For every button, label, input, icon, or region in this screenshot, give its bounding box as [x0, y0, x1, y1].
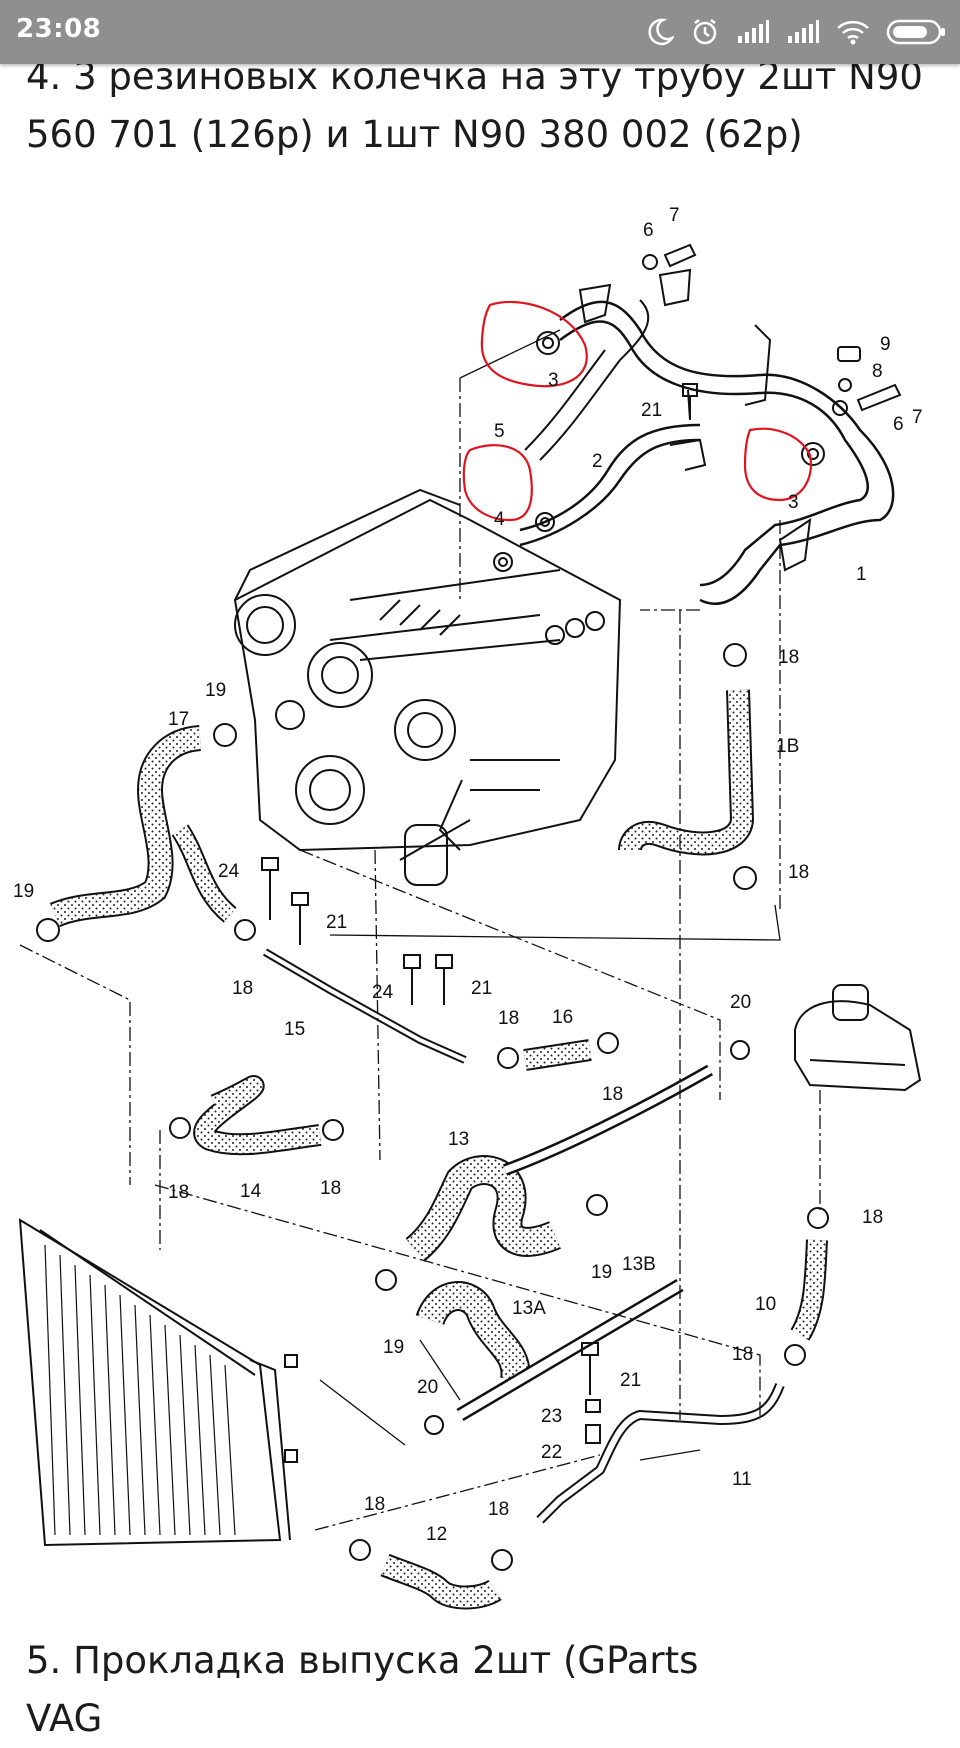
coolant-hose-17: [49, 725, 202, 928]
part-label: 23: [541, 1406, 562, 1427]
part-label: 13A: [512, 1298, 546, 1319]
part-label: 19: [383, 1337, 404, 1358]
part-label: 3: [548, 370, 559, 391]
part-label: 18: [498, 1008, 519, 1029]
part-label: 21: [471, 978, 492, 999]
part-label: 18: [602, 1084, 623, 1105]
part-label: 7: [912, 407, 923, 428]
article-text-line: 5. Прокладка выпуска 2шт (GParts: [26, 1639, 699, 1682]
part-label: 22: [541, 1442, 562, 1463]
part-label: 19: [13, 881, 34, 902]
part-label: 19: [591, 1262, 612, 1283]
part-label: 1B: [776, 736, 799, 757]
article-text-top: 4. 3 резиновых колечка на эту трубу 2шт …: [26, 48, 923, 164]
moon-icon: [646, 17, 674, 47]
part-label: 18: [488, 1499, 509, 1520]
coolant-pipe-1: [559, 300, 895, 605]
part-label: 13B: [622, 1254, 656, 1275]
part-label: 18: [732, 1344, 753, 1365]
part-label: 24: [372, 982, 394, 1003]
part-label: 18: [788, 862, 809, 883]
engine-block: [233, 488, 622, 886]
highlight-circle: [462, 444, 533, 522]
alarm-icon: [690, 17, 720, 47]
part-labels: 1 1B 2 3 3 4 5 6 6 7 7 8 9 10 11 12 13 1…: [13, 205, 923, 1545]
status-bar: 23:08: [0, 0, 960, 64]
part-label: 18: [778, 647, 799, 668]
part-label: 15: [284, 1019, 305, 1040]
part-label: 18: [364, 1494, 385, 1515]
part-label: 24: [218, 861, 240, 882]
status-icons: [646, 14, 948, 50]
part-label: 20: [417, 1377, 438, 1398]
hose-clamps: [36, 643, 829, 1571]
coolant-system-parts-diagram: 1 1B 2 3 3 4 5 6 6 7 7 8 9 10 11 12 13 1…: [13, 205, 923, 1610]
part-label: 6: [643, 220, 654, 241]
part-label: 12: [426, 1524, 447, 1545]
part-label: 3: [788, 492, 799, 513]
coolant-pipe-11: [536, 1383, 785, 1524]
part-label: 1: [856, 564, 867, 585]
article-text-line: 560 701 (126р) и 1шт N90 380 002 (62р): [26, 113, 803, 156]
part-label: 17: [168, 709, 189, 730]
part-label: 11: [732, 1469, 752, 1490]
part-label: 21: [326, 912, 347, 933]
part-label: 4: [494, 509, 505, 530]
signal-icon: [736, 20, 770, 44]
status-time: 23:08: [16, 14, 102, 44]
part-label: 21: [620, 1370, 641, 1391]
battery-icon: [886, 18, 948, 46]
part-label: 16: [552, 1007, 573, 1028]
part-label: 20: [730, 992, 751, 1013]
highlight-circle: [743, 427, 813, 502]
part-label: 8: [872, 361, 883, 382]
part-label: 18: [862, 1207, 883, 1228]
part-label: 18: [320, 1178, 341, 1199]
part-label: 2: [592, 451, 603, 472]
part-label: 9: [880, 334, 891, 355]
article-text-bottom: 5. Прокладка выпуска 2шт (GParts VAG: [26, 1632, 698, 1748]
part-label: 7: [669, 205, 680, 226]
part-label: 14: [240, 1181, 262, 1202]
part-label: 19: [205, 680, 226, 701]
article-text-line: VAG: [26, 1697, 103, 1740]
wifi-icon: [836, 19, 870, 45]
part-label: 18: [232, 978, 253, 999]
radiator: [18, 1218, 298, 1547]
highlight-marks: [462, 300, 813, 522]
expansion-tank: [794, 984, 922, 1092]
part-label: 6: [893, 414, 904, 435]
signal-icon: [786, 20, 820, 44]
part-label: 13: [448, 1129, 469, 1150]
highlight-circle: [480, 300, 588, 388]
part-label: 10: [755, 1294, 776, 1315]
part-label: 5: [494, 421, 505, 442]
part-label: 21: [641, 400, 662, 421]
part-label: 18: [168, 1182, 189, 1203]
coolant-pipe-2: [519, 438, 701, 547]
